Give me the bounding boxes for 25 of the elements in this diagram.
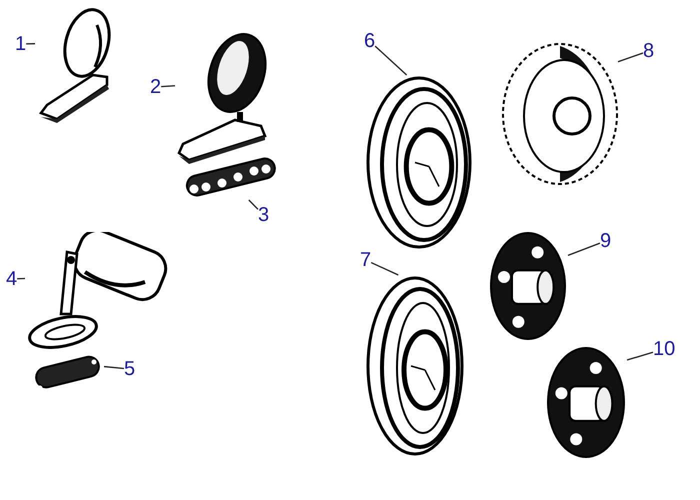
leader-line	[568, 242, 600, 256]
hubcap-drawing	[500, 40, 618, 188]
callout-number: 4	[6, 268, 18, 290]
callout-number: 6	[364, 30, 376, 52]
callout-number: 10	[653, 338, 676, 360]
leader-line	[248, 200, 258, 210]
leader-line	[370, 262, 399, 276]
callout-number: 9	[600, 230, 612, 252]
leader-line	[26, 43, 36, 45]
leader-line	[161, 85, 176, 88]
callout-number: 3	[258, 204, 270, 226]
leader-line	[17, 278, 26, 280]
leader-line	[104, 366, 124, 370]
hubcap-drawing	[365, 75, 473, 250]
leader-line	[626, 352, 654, 361]
hubcap-drawing	[365, 275, 465, 457]
callout-number: 7	[360, 249, 372, 271]
callout-number: 1	[15, 33, 26, 55]
hub-cap-drawing	[488, 230, 568, 342]
callout-number: 5	[124, 358, 136, 380]
callout-number: 8	[643, 40, 654, 62]
leader-line	[374, 46, 408, 76]
hub-cap-drawing	[545, 345, 627, 460]
callout-number: 2	[150, 76, 162, 98]
leader-line	[618, 52, 644, 62]
